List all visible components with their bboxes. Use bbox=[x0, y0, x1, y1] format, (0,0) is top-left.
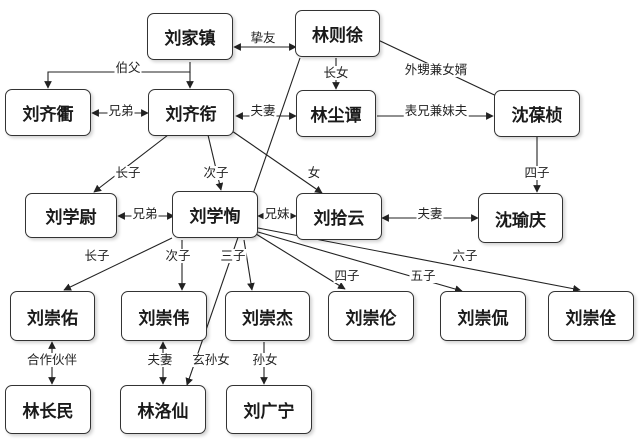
node-lin-zhangmin: 林长民 bbox=[5, 385, 91, 434]
edge-sanzi bbox=[243, 239, 255, 291]
node-lin-zexu: 林则徐 bbox=[295, 10, 380, 57]
label-zhiyou: 挚友 bbox=[249, 30, 277, 45]
node-liu-shiyun: 刘拾云 bbox=[296, 193, 382, 240]
node-liu-xuewei: 刘学尉 bbox=[25, 193, 117, 238]
edge-nv bbox=[231, 130, 323, 194]
node-liu-qiqu: 刘齐衢 bbox=[5, 89, 91, 136]
label-xuansunnv: 玄孙女 bbox=[191, 352, 231, 367]
label-zhangnv: 长女 bbox=[322, 65, 350, 80]
label-cizi-2: 次子 bbox=[164, 248, 192, 263]
edge-sizi-2 bbox=[255, 233, 346, 290]
label-zhangzi-2: 长子 bbox=[83, 248, 111, 263]
label-sunnv: 孙女 bbox=[251, 352, 279, 367]
edge-zhangzi-2 bbox=[63, 237, 173, 291]
label-xiongmei: 兄妹 bbox=[263, 206, 291, 221]
node-liu-chongquan: 刘崇佺 bbox=[548, 291, 634, 341]
label-sizi-1: 四子 bbox=[523, 165, 551, 180]
node-lin-chentan: 林尘谭 bbox=[296, 90, 376, 137]
node-shen-baozhen: 沈葆桢 bbox=[494, 90, 580, 137]
label-sanzi: 三子 bbox=[219, 248, 247, 263]
node-liu-qiyan: 刘齐衔 bbox=[148, 89, 234, 136]
label-fuqi-3: 夫妻 bbox=[146, 352, 174, 367]
label-cizi-1: 次子 bbox=[202, 165, 230, 180]
label-xiongdi-1: 兄弟 bbox=[107, 103, 135, 118]
label-sizi-2: 四子 bbox=[333, 268, 361, 283]
edge-zhangzi-1 bbox=[93, 134, 169, 193]
label-wuzi: 五子 bbox=[409, 268, 437, 283]
edge-cizi-1 bbox=[207, 134, 224, 191]
node-liu-chongyou: 刘崇佑 bbox=[10, 291, 95, 341]
label-waisheng: 外甥兼女婿 bbox=[403, 62, 469, 77]
label-biaoxiong: 表兄兼妹夫 bbox=[403, 103, 469, 118]
node-liu-jiazhen: 刘家镇 bbox=[147, 13, 233, 60]
node-lin-luoxian: 林洛仙 bbox=[120, 385, 206, 434]
label-liuzi: 六子 bbox=[451, 248, 479, 263]
label-fuqi-1: 夫妻 bbox=[249, 103, 277, 118]
node-liu-chongkan: 刘崇侃 bbox=[440, 291, 526, 341]
label-zhangzi-1: 长子 bbox=[114, 165, 142, 180]
node-liu-xuexun: 刘学恂 bbox=[172, 191, 258, 238]
node-liu-chongwei: 刘崇伟 bbox=[121, 291, 207, 341]
label-hezuo: 合作伙伴 bbox=[25, 352, 79, 367]
node-liu-chonglun: 刘崇伦 bbox=[328, 291, 414, 341]
label-fuqi-2: 夫妻 bbox=[416, 206, 444, 221]
node-liu-chongjie: 刘崇杰 bbox=[225, 291, 310, 341]
label-xiongdi-2: 兄弟 bbox=[131, 206, 159, 221]
node-shen-yuqing: 沈瑜庆 bbox=[478, 193, 563, 243]
node-liu-guangning: 刘广宁 bbox=[226, 385, 312, 434]
label-nv: 女 bbox=[306, 165, 322, 180]
label-bofu: 伯父 bbox=[114, 60, 142, 75]
